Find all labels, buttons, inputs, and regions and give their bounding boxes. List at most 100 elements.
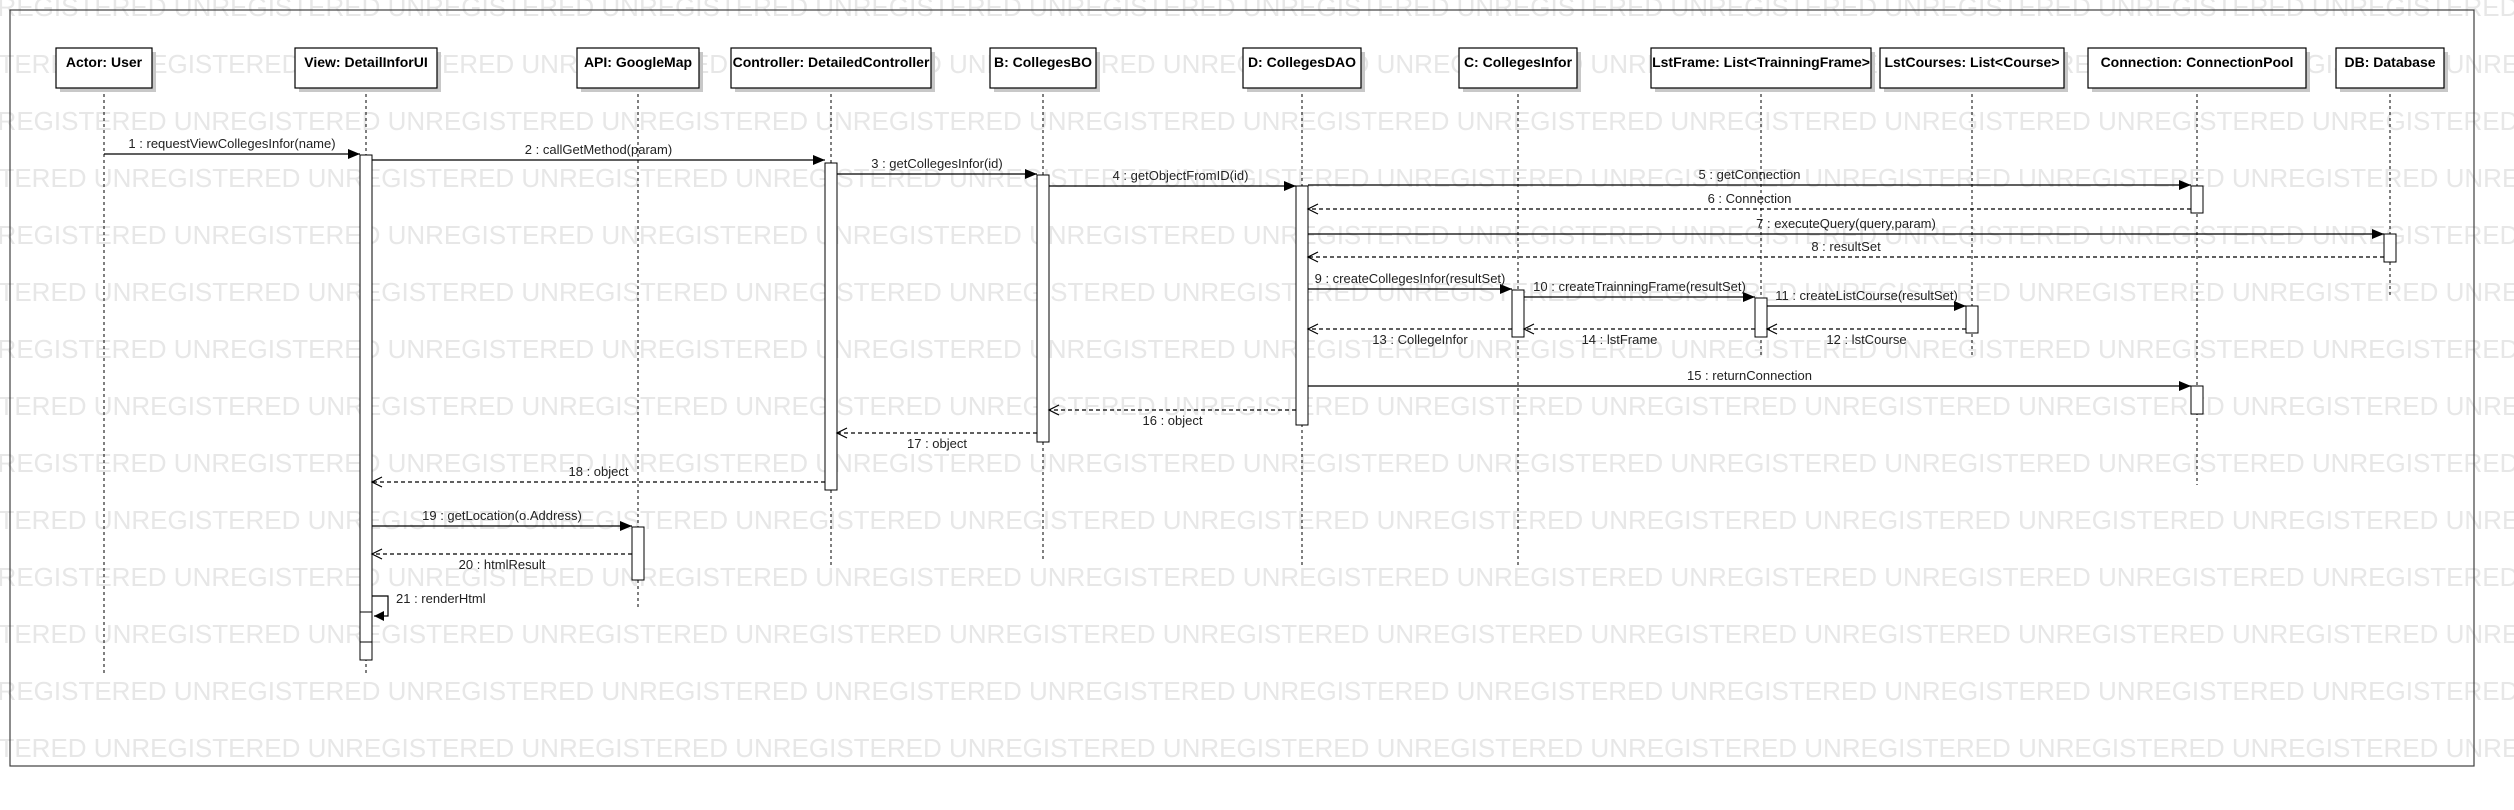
watermark-text: UNREGISTERED UNREGISTERED UNREGISTERED U… [0, 676, 2514, 706]
message-7[interactable]: 7 : executeQuery(query,param) [1308, 216, 2384, 239]
message-arrowhead [1025, 169, 1037, 179]
activation-bar-cinfo [1511, 289, 1525, 338]
activation-bar-conn [2190, 385, 2204, 415]
diagram-frame [9, 9, 2475, 767]
activation-bar-conn [2190, 185, 2204, 214]
activation-bar-view [359, 611, 373, 643]
lifeline-label: D: CollegesDAO [1248, 54, 1356, 70]
message-16[interactable]: 16 : object [1047, 404, 1296, 428]
activation-bar-api [631, 526, 645, 581]
lifeline-head-bo[interactable]: B: CollegesBO [989, 47, 1100, 92]
head-box [1650, 47, 1872, 89]
message-arrowhead [813, 155, 825, 165]
message-arrowhead [2179, 381, 2191, 391]
lifeline-label: Actor: User [66, 54, 143, 70]
lifeline-label: C: CollegesInfor [1464, 54, 1573, 70]
watermark-text: UNREGISTERED UNREGISTERED UNREGISTERED U… [0, 220, 2514, 250]
message-label: 13 : CollegeInfor [1372, 332, 1468, 347]
message-2[interactable]: 2 : callGetMethod(param) [372, 142, 825, 165]
lifeline-heads: Actor: User View: DetailInforUI API: Googl… [55, 47, 2448, 92]
activation-bar-view [359, 154, 373, 661]
message-15[interactable]: 15 : returnConnection [1308, 368, 2191, 391]
message-label: 3 : getCollegesInfor(id) [871, 156, 1003, 171]
message-14[interactable]: 14 : lstFrame [1522, 323, 1755, 347]
message-11[interactable]: 11 : createListCourse(resultSet) [1767, 288, 1966, 311]
watermark-text: UNREGISTERED UNREGISTERED UNREGISTERED U… [0, 448, 2514, 478]
lifeline-head-conn[interactable]: Connection: ConnectionPool [2087, 47, 2310, 92]
lifeline-head-dao[interactable]: D: CollegesDAO [1242, 47, 1365, 92]
message-17[interactable]: 17 : object [835, 427, 1037, 451]
message-arrowhead [1284, 181, 1296, 191]
message-arrowhead [374, 611, 384, 621]
lifeline-label: Controller: DetailedController [733, 54, 930, 70]
message-label: 8 : resultSet [1811, 239, 1881, 254]
lifeline-head-cinfo[interactable]: C: CollegesInfor [1458, 47, 1581, 92]
lifeline-head-lstcourses[interactable]: LstCourses: List<Course> [1879, 47, 2068, 92]
message-label: 18 : object [569, 464, 629, 479]
message-label: 12 : lstCourse [1826, 332, 1906, 347]
head-box [989, 47, 1097, 89]
message-label: 14 : lstFrame [1582, 332, 1658, 347]
message-5[interactable]: 5 : getConnection [1308, 167, 2191, 190]
message-label: 11 : createListCourse(resultSet) [1775, 288, 1958, 303]
message-arrowhead [1047, 404, 1060, 416]
message-21[interactable]: 21 : renderHtml [372, 591, 486, 621]
watermark-layer: UNREGISTERED UNREGISTERED UNREGISTERED U… [0, 0, 2514, 763]
message-9[interactable]: 9 : createCollegesInfor(resultSet) [1308, 271, 1512, 294]
lifeline-head-api[interactable]: API: GoogleMap [576, 47, 703, 92]
watermark-text: UNREGISTERED UNREGISTERED UNREGISTERED U… [0, 619, 2514, 649]
activation-bar-dao [1295, 185, 1309, 426]
lifeline-head-view[interactable]: View: DetailInforUI [294, 47, 441, 92]
lifeline-label: LstCourses: List<Course> [1884, 54, 2059, 70]
lifeline-label: API: GoogleMap [584, 54, 692, 70]
watermark-text: UNREGISTERED UNREGISTERED UNREGISTERED U… [0, 277, 2514, 307]
head-box [1242, 47, 1362, 89]
watermark-text: UNREGISTERED UNREGISTERED UNREGISTERED U… [0, 391, 2514, 421]
watermark-text: UNREGISTERED UNREGISTERED UNREGISTERED U… [0, 334, 2514, 364]
activation-bar-ctrl [824, 162, 838, 491]
message-10[interactable]: 10 : createTrainningFrame(resultSet) [1524, 279, 1755, 302]
message-1[interactable]: 1 : requestViewCollegesInfor(name) [104, 136, 360, 159]
message-18[interactable]: 18 : object [370, 464, 825, 488]
message-3[interactable]: 3 : getCollegesInfor(id) [837, 156, 1037, 179]
message-label: 10 : createTrainningFrame(resultSet) [1533, 279, 1746, 294]
message-12[interactable]: 12 : lstCourse [1765, 323, 1966, 347]
head-box [2087, 47, 2307, 89]
lifeline-head-user[interactable]: Actor: User [55, 47, 156, 92]
message-4[interactable]: 4 : getObjectFromID(id) [1049, 168, 1296, 191]
message-20[interactable]: 20 : htmlResult [370, 548, 632, 572]
activation-bar-db [2383, 233, 2397, 263]
head-box [55, 47, 153, 89]
message-8[interactable]: 8 : resultSet [1306, 239, 2384, 263]
message-arrowhead [1306, 323, 1319, 335]
message-label: 15 : returnConnection [1687, 368, 1812, 383]
message-arrowhead [1522, 323, 1535, 335]
message-label: 1 : requestViewCollegesInfor(name) [128, 136, 335, 151]
watermark-text: UNREGISTERED UNREGISTERED UNREGISTERED U… [0, 163, 2514, 193]
message-arrowhead [1954, 301, 1966, 311]
lifeline-head-lstframe[interactable]: LstFrame: List<TrainningFrame> [1650, 47, 1875, 92]
activation-bar-bo [1036, 174, 1050, 443]
message-6[interactable]: 6 : Connection [1306, 191, 2191, 215]
lifeline-head-db[interactable]: DB: Database [2335, 47, 2448, 92]
message-arrowhead [1743, 292, 1755, 302]
head-box [2335, 47, 2445, 89]
message-label: 9 : createCollegesInfor(resultSet) [1315, 271, 1506, 286]
head-box [730, 47, 932, 89]
message-19[interactable]: 19 : getLocation(o.Address) [372, 508, 632, 531]
message-arrowhead [1306, 203, 1319, 215]
message-arrowhead [835, 427, 848, 439]
message-label: 7 : executeQuery(query,param) [1756, 216, 1936, 231]
message-label: 2 : callGetMethod(param) [525, 142, 672, 157]
message-label: 20 : htmlResult [459, 557, 546, 572]
message-label: 6 : Connection [1708, 191, 1792, 206]
message-label: 19 : getLocation(o.Address) [422, 508, 582, 523]
message-arrowhead [1306, 251, 1319, 263]
message-arrowhead [2179, 180, 2191, 190]
lifeline-label: View: DetailInforUI [304, 54, 427, 70]
message-13[interactable]: 13 : CollegeInfor [1306, 323, 1512, 347]
message-arrowhead [370, 476, 383, 488]
lifeline-head-ctrl[interactable]: Controller: DetailedController [730, 47, 935, 92]
watermark-text: UNREGISTERED UNREGISTERED UNREGISTERED U… [0, 562, 2514, 592]
